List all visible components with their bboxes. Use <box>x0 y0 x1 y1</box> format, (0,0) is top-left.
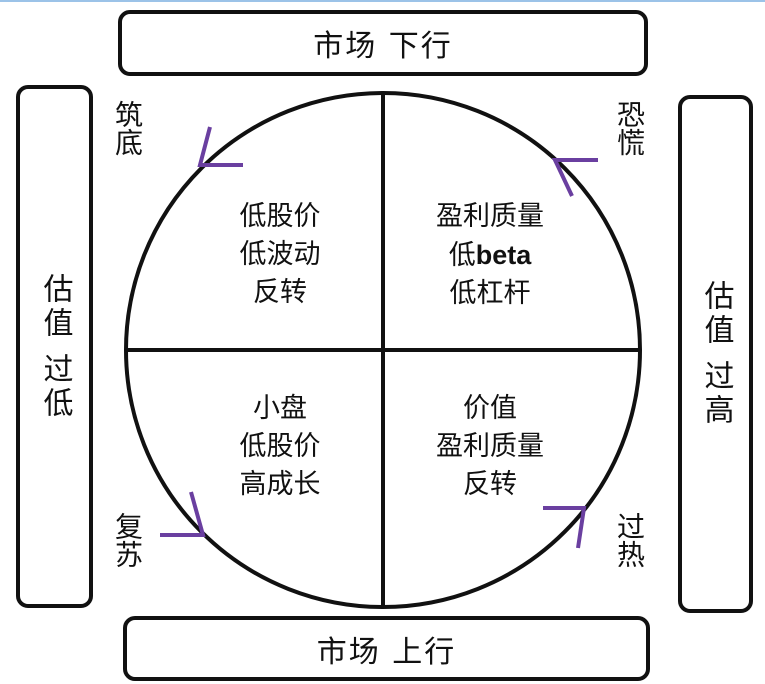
factor-prefix: 低 <box>448 240 476 271</box>
undervalued-box: 估值 过低 <box>16 85 93 608</box>
quadrant-top-right: 盈利质量 低beta 低杠杆 <box>390 198 590 313</box>
phase-label-overheat: 过热 <box>613 512 646 568</box>
quadrant-bottom-left: 小盘 低股价 高成长 <box>180 390 380 504</box>
factor-item: 盈利质量 <box>436 201 544 232</box>
factor-item: 高成长 <box>239 469 321 500</box>
factor-item: 低股价 <box>239 431 321 462</box>
market-up-label: 市场 上行 <box>316 634 457 670</box>
undervalued-line2: 过低 <box>37 352 73 421</box>
overvalued-box: 估值 过高 <box>678 95 753 613</box>
market-down-box: 市场 下行 <box>118 10 648 76</box>
factor-item: 反转 <box>253 277 307 308</box>
overvalued-line2: 过高 <box>698 360 734 428</box>
undervalued-line1: 估值 <box>37 272 73 341</box>
arrow-icon-top-right <box>551 158 598 197</box>
factor-item: 价值 <box>463 393 517 424</box>
quadrant-bottom-right: 价值 盈利质量 反转 <box>390 390 590 504</box>
factor-item: 盈利质量 <box>436 431 544 462</box>
factor-item: 低杠杆 <box>449 278 531 309</box>
market-down-label: 市场 下行 <box>313 29 453 64</box>
arrow-markers <box>160 126 598 549</box>
market-up-box: 市场 上行 <box>123 616 650 681</box>
top-edge-line <box>0 0 765 2</box>
phase-label-panic: 恐慌 <box>613 100 646 156</box>
factor-item: 低beta <box>390 236 590 275</box>
phase-label-bottoming: 筑底 <box>111 100 144 156</box>
factor-item: 反转 <box>463 469 517 500</box>
arrow-icon-bottom-top-left <box>197 126 243 167</box>
factor-item: 低波动 <box>239 239 321 270</box>
overvalued-line1: 估值 <box>698 280 734 348</box>
phase-label-recovery: 复苏 <box>111 512 144 568</box>
factor-beta: beta <box>475 240 532 270</box>
factor-item: 小盘 <box>253 393 307 424</box>
factor-item: 低股价 <box>239 201 321 232</box>
arrow-icon-bottom-right <box>543 506 587 549</box>
quadrant-top-left: 低股价 低波动 反转 <box>180 198 380 312</box>
arrow-icon-bottom-left <box>160 491 206 537</box>
